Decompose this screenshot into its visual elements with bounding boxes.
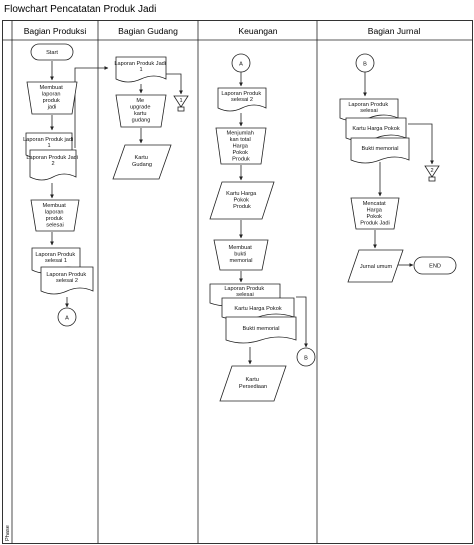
svg-text:Membuat laporan pr: Membuat laporan produk jadi [40, 85, 65, 111]
svg-text:A: A [239, 62, 243, 68]
svg-text:Bukti memorial: Bukti memorial [243, 326, 280, 332]
svg-text:Laporan Produk selesai: Laporan Produk selesai [224, 286, 265, 298]
svg-text:Kartu Harga Pokok: Kartu Harga Pokok [234, 306, 281, 312]
jurnal-manual-mencatat-hpp: Mencatat Harga Pokok Produk Jadi [350, 197, 400, 230]
produksi-manual-membuat-laporan-produk-selesai: Membuat laporan produk selesai [30, 199, 80, 232]
svg-text:Bukti memorial: Bukti memorial [362, 146, 399, 152]
gudang-file-1: 1 [173, 95, 189, 112]
flow-lines [50, 61, 434, 365]
jurnal-data-jurnal-umum: Jurnal umum [347, 249, 404, 283]
lane-bagian-jurnal: Bagian Jurnal [368, 26, 421, 36]
lane-bagian-gudang: Bagian Gudang [118, 26, 178, 36]
svg-text:2: 2 [430, 168, 433, 174]
keuangan-connector-b: B [296, 347, 316, 367]
jurnal-file-2: 2 [424, 165, 440, 182]
diagram-title: Flowchart Pencatatan Produk Jadi [4, 4, 156, 15]
svg-text:Laporan Produk selesai 2: Laporan Produk selesai 2 [46, 272, 87, 284]
gudang-document-laporan-produk-jadi: Laporan Produk Jadi 1 [114, 56, 167, 83]
svg-text:Laporan Produk selesai 1: Laporan Produk selesai 1 [35, 252, 76, 264]
gudang-data-kartu-gudang: Kartu Gudang [112, 144, 172, 180]
svg-text:Start: Start [46, 50, 58, 56]
keuangan-manual-menjumlahkan-total-hpp: Menjumlah kan total Harga Pokok Produk [215, 127, 267, 165]
keuangan-data-kartu-persediaan: Kartu Persediaan [219, 365, 287, 402]
svg-text:Laporan Produk Jadi 1: Laporan Produk Jadi 1 [114, 61, 167, 73]
svg-text:Laporan Produk jadi 1: Laporan Produk jadi 1 [23, 137, 75, 149]
produksi-start: Start [30, 43, 74, 61]
svg-text:Membuat bukti memo: Membuat bukti memorial [229, 245, 254, 264]
svg-text:Kartu Gudang: Kartu Gudang [132, 155, 152, 168]
jurnal-document-stack: Laporan Produk selesai Kartu Harga Pokok… [339, 98, 410, 164]
svg-text:Membuat laporan pr: Membuat laporan produk selesai [43, 203, 68, 229]
svg-text:END: END [429, 264, 441, 270]
svg-text:Laporan Produk Jadi 2: Laporan Produk Jadi 2 [26, 155, 79, 167]
lane-keuangan: Keuangan [238, 26, 277, 36]
svg-text:Mencatat Harga Pok: Mencatat Harga Pokok Produk Jadi [360, 201, 390, 227]
svg-text:Laporan Produk selesai 2: Laporan Produk selesai 2 [221, 91, 262, 103]
keuangan-manual-membuat-bukti-memorial: Membuat bukti memorial [213, 239, 269, 271]
svg-text:A: A [65, 316, 69, 322]
svg-text:Me upgrade kartu: Me upgrade kartu gudang [130, 98, 152, 124]
svg-text:Kartu Harga Pokok: Kartu Harga Pokok [352, 126, 399, 132]
keuangan-data-kartu-harga-pokok-produk: Kartu Harga Pokok Produk [209, 181, 275, 220]
keuangan-document-laporan-produk-selesai-2: Laporan Produk selesai 2 [217, 87, 267, 112]
svg-text:Laporan Produk selesai: Laporan Produk selesai [348, 102, 389, 114]
produksi-document-laporan-produk-selesai: Laporan Produk selesai 1 Laporan Produk … [31, 247, 94, 295]
jurnal-end: END [413, 256, 457, 275]
svg-text:B: B [304, 356, 308, 362]
jurnal-connector-b: B [355, 53, 375, 73]
produksi-connector-a: A [57, 307, 77, 327]
produksi-document-laporan-produk-jadi: Laporan Produk jadi 1 Laporan Produk Jad… [23, 132, 79, 181]
produksi-manual-membuat-laporan-produk-jadi: Membuat laporan produk jadi [26, 81, 78, 115]
gudang-manual-upgrade-kartu-gudang: Me upgrade kartu gudang [115, 94, 167, 128]
svg-text:Kartu Harga Pokok: Kartu Harga Pokok Produk [226, 191, 258, 210]
svg-text:B: B [363, 62, 367, 68]
keuangan-connector-a: A [231, 53, 251, 73]
svg-text:1: 1 [179, 98, 182, 104]
keuangan-document-stack: Laporan Produk selesai Kartu Harga Pokok… [209, 283, 297, 344]
diagram-frame [2, 20, 473, 544]
svg-text:Kartu Persediaan: Kartu Persediaan [239, 377, 267, 390]
phase-label: Phase [5, 525, 11, 541]
lane-bagian-produksi: Bagian Produksi [24, 26, 87, 36]
svg-text:Menjumlah kan total: Menjumlah kan total Harga Pokok Produk [227, 131, 256, 163]
svg-text:Jurnal umum: Jurnal umum [360, 264, 393, 270]
